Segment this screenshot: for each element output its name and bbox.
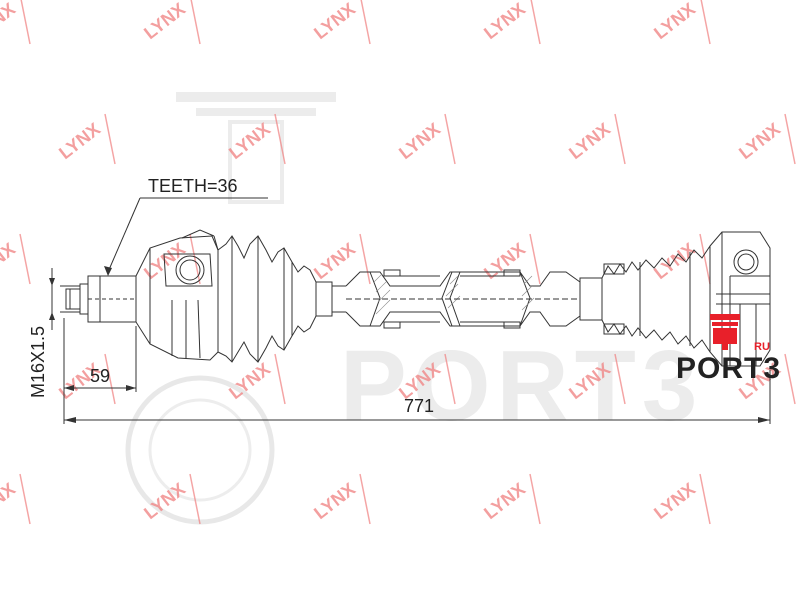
lynx-watermark: LYNX: [650, 239, 699, 283]
drive-shaft: [65, 229, 771, 367]
lynx-watermark-stroke: [359, 473, 371, 525]
background-logo: PORT3: [125, 92, 703, 525]
lynx-watermark-stroke: [614, 113, 626, 165]
lynx-watermark: LYNX: [480, 479, 529, 523]
lynx-watermark-stroke: [699, 473, 711, 525]
lynx-watermark-stroke: [700, 0, 711, 45]
lynx-watermark-stroke: [19, 233, 31, 285]
lynx-watermark-stroke: [104, 353, 116, 405]
lynx-watermark: LYNX: [0, 0, 19, 43]
piston-icon: [710, 314, 740, 350]
watermark-layer: LYNX LYNX LYNX LYNX LYNX LYNX LYNX LYNX LYNX LYNX…: [0, 0, 796, 525]
lynx-watermark-stroke: [784, 113, 796, 165]
threaded-stub: [65, 275, 137, 323]
brand-name: PORT3: [676, 352, 781, 385]
lynx-watermark-stroke: [359, 233, 371, 285]
lynx-watermark-stroke: [444, 353, 456, 405]
background-logo-text: PORT3: [340, 330, 703, 442]
lynx-watermark-stroke: [614, 353, 626, 405]
lynx-watermark-stroke: [529, 233, 541, 285]
lynx-watermark-stroke: [444, 113, 456, 165]
lynx-watermark-stroke: [19, 473, 31, 525]
total-length-label: 771: [404, 396, 434, 416]
lynx-watermark: LYNX: [650, 0, 699, 43]
brand-logo: RU PORT3: [676, 314, 781, 385]
teeth-label: TEETH=36: [148, 176, 238, 196]
lynx-watermark-stroke: [784, 353, 796, 405]
lynx-watermark-stroke: [20, 0, 31, 45]
lynx-watermark: LYNX: [395, 119, 444, 163]
lynx-watermark-stroke: [699, 233, 711, 285]
inner-boot: [601, 245, 711, 353]
offset-dimension-label: 59: [90, 366, 110, 386]
outer-boot: [217, 235, 333, 363]
lynx-watermark: LYNX: [225, 119, 274, 163]
lynx-watermark-stroke: [104, 113, 116, 165]
lynx-watermark-stroke: [190, 0, 201, 45]
lynx-watermark-stroke: [274, 353, 286, 405]
lynx-watermark: LYNX: [565, 119, 614, 163]
lynx-watermark: LYNX: [310, 479, 359, 523]
lynx-watermark: LYNX: [480, 0, 529, 43]
lynx-watermark-stroke: [360, 0, 371, 45]
lynx-watermark-stroke: [189, 473, 201, 525]
lynx-watermark: LYNX: [310, 0, 359, 43]
lynx-watermark-stroke: [529, 473, 541, 525]
lynx-watermark: LYNX: [55, 119, 104, 163]
lynx-watermark: LYNX: [310, 239, 359, 283]
lynx-watermark: LYNX: [140, 0, 189, 43]
brand-suffix: RU: [754, 341, 770, 353]
lynx-watermark: LYNX: [0, 239, 19, 283]
lynx-watermark-stroke: [274, 113, 286, 165]
dimensions: [49, 197, 771, 424]
lynx-watermark-stroke: [530, 0, 541, 45]
central-shaft: [332, 269, 603, 329]
lynx-watermark: LYNX: [0, 479, 19, 523]
lynx-watermark: LYNX: [735, 119, 784, 163]
lynx-watermark: LYNX: [650, 479, 699, 523]
thread-label: M16X1.5: [28, 326, 48, 398]
